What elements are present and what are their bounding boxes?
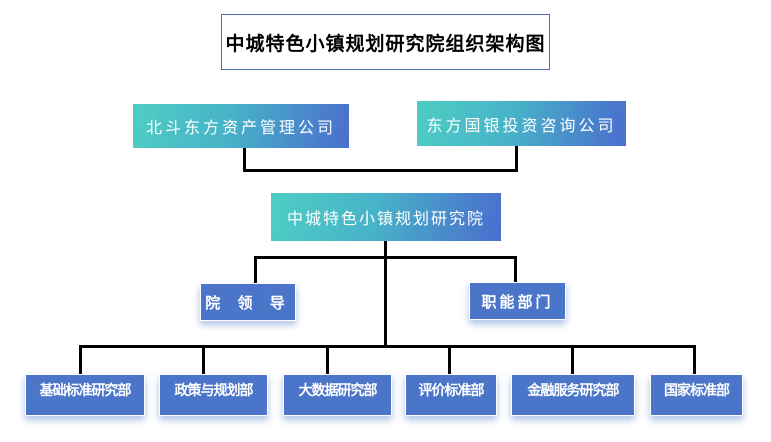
leadership-box[interactable]: 院 领 导 — [200, 283, 296, 321]
department-box[interactable]: 大数据研究部 — [283, 374, 392, 416]
institute-box[interactable]: 中城特色小镇规划研究院 — [271, 193, 501, 241]
connector-line — [693, 345, 696, 375]
connector-line — [254, 256, 517, 259]
department-box[interactable]: 金融服务研究部 — [511, 374, 635, 416]
department-box[interactable]: 政策与规划部 — [159, 374, 268, 416]
connector-line — [384, 241, 387, 348]
connector-line — [79, 345, 82, 375]
connector-line — [326, 345, 329, 375]
connector-line — [448, 345, 451, 375]
parent-company-beidou[interactable]: 北斗东方资产管理公司 — [133, 104, 349, 148]
chart-title: 中城特色小镇规划研究院组织架构图 — [221, 14, 550, 70]
connector-line — [571, 345, 574, 375]
functional-departments-box[interactable]: 职能部门 — [469, 282, 566, 320]
department-box[interactable]: 评价标准部 — [405, 374, 497, 416]
connector-line — [254, 256, 257, 284]
connector-line — [515, 146, 518, 172]
department-box[interactable]: 国家标准部 — [650, 374, 743, 416]
connector-line — [243, 169, 518, 172]
connector-line — [79, 345, 696, 348]
connector-line — [514, 256, 517, 283]
connector-line — [202, 345, 205, 375]
department-box[interactable]: 基础标准研究部 — [25, 374, 145, 416]
connector-line — [243, 148, 246, 172]
parent-company-dongfang[interactable]: 东方国银投资咨询公司 — [417, 101, 626, 146]
